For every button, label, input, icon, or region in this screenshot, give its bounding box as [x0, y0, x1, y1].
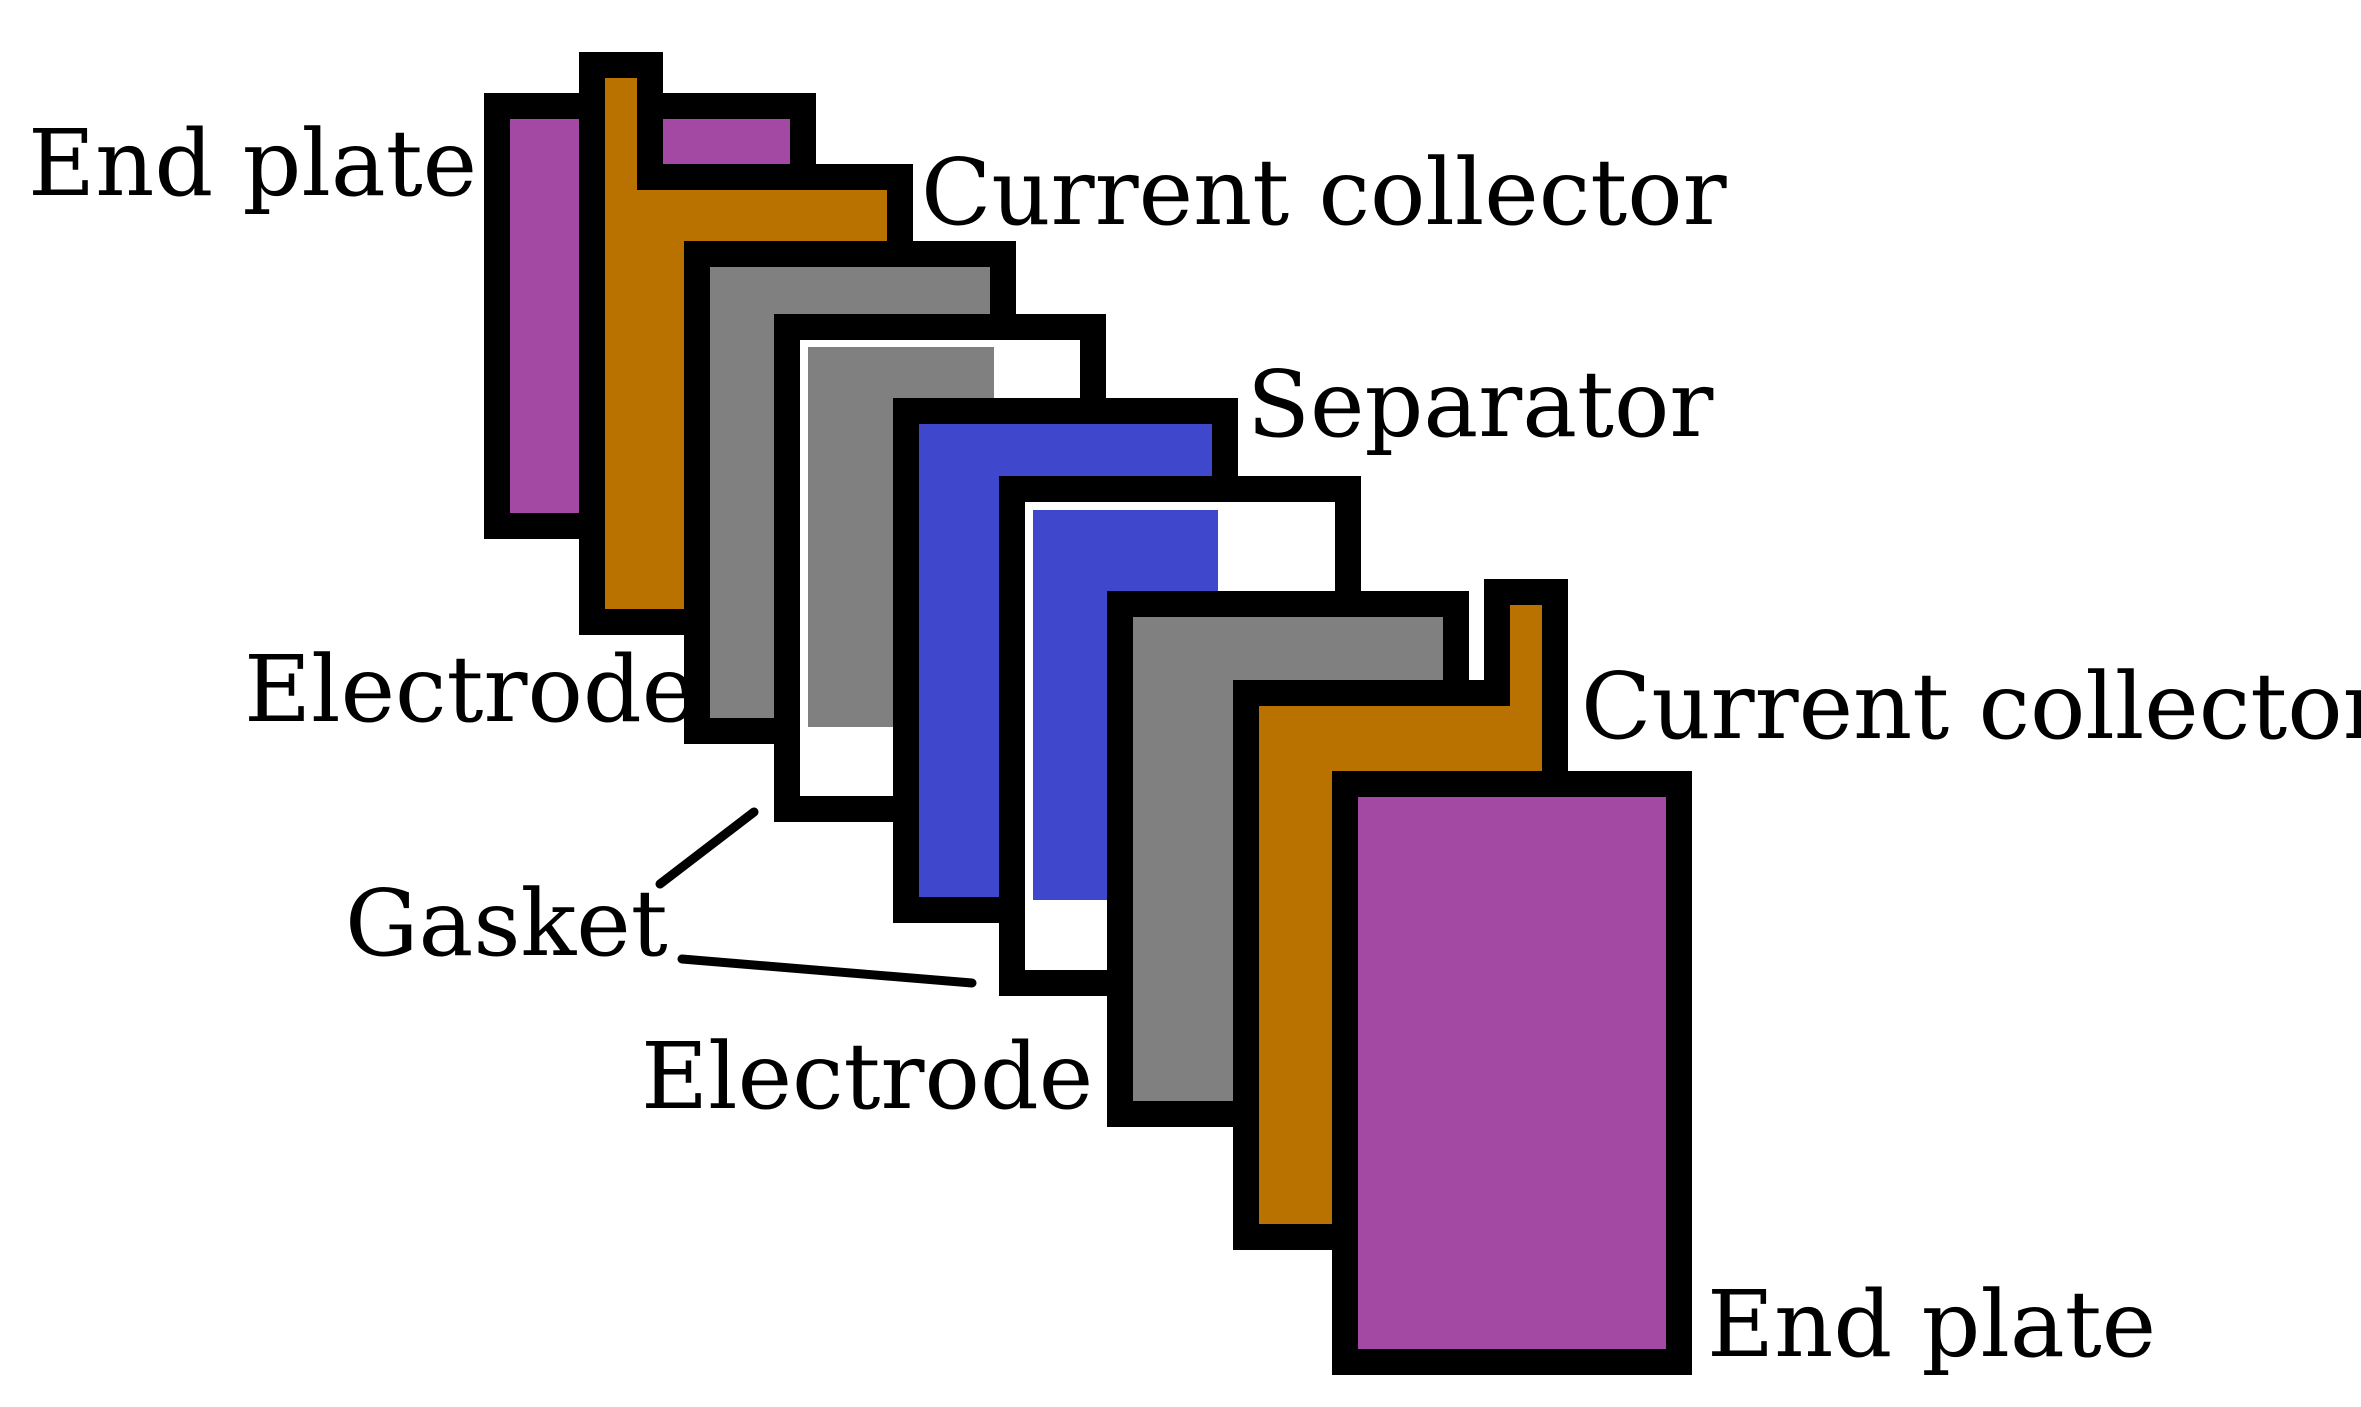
- label-electrode-left: Electrode: [244, 636, 696, 743]
- gasket-leader-line-lower: [677, 954, 977, 988]
- end-plate-front: [1332, 771, 1692, 1375]
- label-end-plate-top: End plate: [28, 110, 477, 217]
- label-separator: Separator: [1247, 351, 1713, 458]
- label-current-collector-bottom: Current collector: [1581, 653, 2361, 760]
- gasket-leader-line-upper: [655, 807, 759, 889]
- label-current-collector-top: Current collector: [921, 139, 1727, 246]
- label-end-plate-bottom: End plate: [1707, 1271, 2156, 1378]
- label-electrode-bottom: Electrode: [641, 1023, 1093, 1130]
- gasket-leader-lines: [655, 807, 977, 988]
- label-gasket: Gasket: [345, 870, 668, 977]
